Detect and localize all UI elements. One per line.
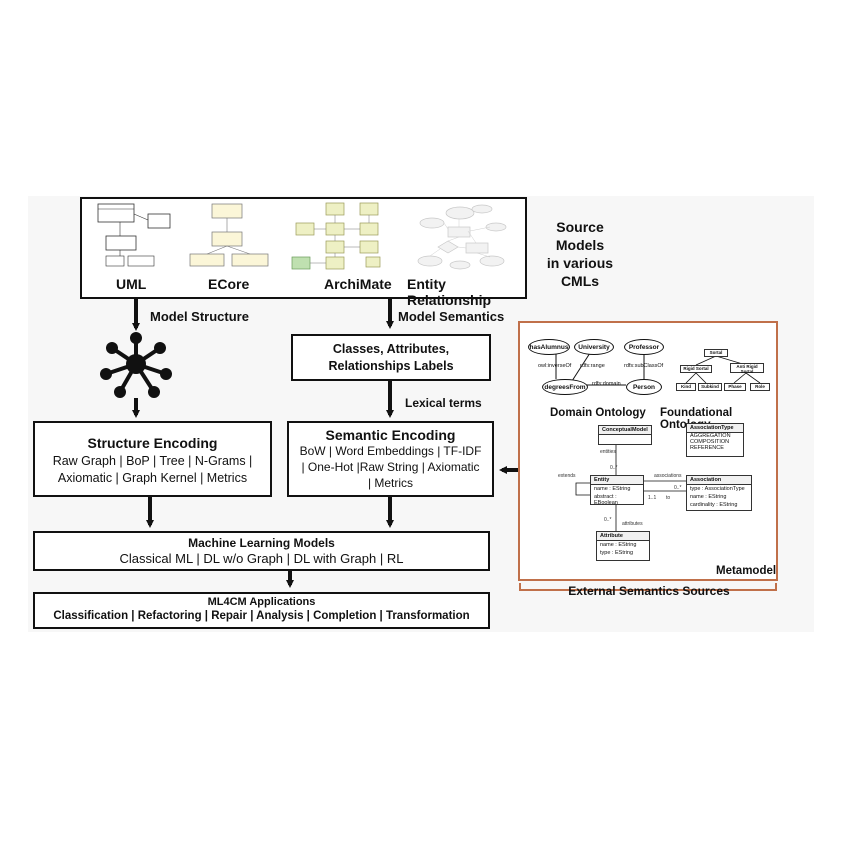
association-type-enum: AssociationType AGGREGATION COMPOSITION …: [686, 423, 744, 457]
metamodel-label: Metamodel: [716, 565, 777, 577]
ecore-thumbnail: [186, 202, 274, 270]
attribute-class: Attribute name : EString type : EString: [596, 531, 650, 561]
archimate-label: ArchiMate: [324, 276, 392, 292]
role-node: Role: [750, 383, 770, 391]
to-label: to: [666, 495, 671, 501]
to-multiplicity: 1..1: [648, 495, 657, 501]
external-semantics-panel: hasAlumnus University Professor degreesF…: [518, 321, 778, 581]
ml-models-box: Machine Learning Models Classical ML | D…: [33, 531, 490, 571]
classes-attributes-box: Classes, Attributes, Relationships Label…: [291, 334, 491, 381]
association-class: Association type : AssociationType name …: [686, 475, 752, 511]
associations-label: associations: [654, 473, 682, 479]
semantic-encoding-box: Semantic Encoding BoW | Word Embeddings …: [287, 421, 494, 497]
conceptual-model-class: ConceptualModel: [598, 425, 652, 445]
anti-rigid-sortal-node: Anti Rigid Sortal: [730, 363, 764, 374]
lexical-terms-label: Lexical terms: [405, 396, 482, 410]
ontology-edges: [555, 352, 761, 531]
archimate-thumbnail: [290, 201, 390, 273]
range-label: rdfs:range: [580, 363, 605, 369]
model-structure-label: Model Structure: [150, 309, 249, 324]
structure-encoding-body: Raw Graph | BoP | Tree | N-Grams | Axiom…: [52, 454, 253, 485]
degrees-from-node: degreesFrom: [542, 379, 588, 395]
er-thumbnail: [410, 203, 510, 273]
entities-label: entities: [600, 449, 616, 455]
sortal-node: Sortal: [704, 349, 728, 357]
source-models-caption: Source Models in various CMLs: [546, 219, 614, 289]
attributes-label: attributes: [622, 521, 643, 527]
external-bracket: [519, 583, 777, 591]
structure-encoding-title: Structure Encoding: [87, 435, 218, 451]
person-node: Person: [626, 379, 662, 395]
university-node: University: [574, 339, 614, 355]
rigid-sortal-node: Rigid Sortal: [680, 365, 712, 373]
ecore-label: ECore: [208, 276, 250, 292]
applications-body: Classification | Refactoring | Repair | …: [53, 610, 470, 622]
semantic-encoding-body: BoW | Word Embeddings | TF-IDF | One-Hot…: [299, 444, 482, 490]
model-semantics-label: Model Semantics: [398, 309, 505, 324]
source-models-box: UML ECore ArchiMate Entity Relationship: [80, 197, 527, 308]
ecore-diagram-sketch: [189, 203, 269, 267]
extends-label: extends: [558, 473, 576, 479]
ml-models-title: Machine Learning Models: [188, 536, 335, 550]
classes-attributes-label: Classes, Attributes, Relationships Label…: [328, 341, 454, 373]
structure-encoding-box: Structure Encoding Raw Graph | BoP | Tre…: [33, 421, 272, 497]
domain-label: rdfs:domain: [592, 381, 621, 387]
has-alumnus-node: hasAlumnus: [528, 339, 570, 355]
semantic-encoding-title: Semantic Encoding: [325, 427, 456, 443]
subkind-node: Subkind: [698, 383, 722, 391]
professor-node: Professor: [624, 339, 664, 355]
kind-node: Kind: [676, 383, 696, 391]
inverse-of-label: owl:inverseOf: [538, 363, 572, 369]
uml-thumbnail: [92, 202, 172, 270]
er-diagram-sketch: [417, 204, 507, 270]
subclass-label: rdfs:subClassOf: [624, 363, 664, 369]
external-semantics-caption: External Semantics Sources: [568, 584, 730, 598]
entity-relationship-label: Entity Relationship: [407, 276, 492, 308]
association-multiplicity: 0..*: [674, 485, 682, 491]
uml-diagram-sketch: [97, 203, 171, 267]
applications-box: ML4CM Applications Classification | Refa…: [33, 592, 490, 629]
ml-models-body: Classical ML | DL w/o Graph | DL with Gr…: [119, 551, 404, 566]
phase-node: Phase: [724, 383, 746, 391]
entities-multiplicity: 0..*: [610, 465, 618, 471]
uml-label: UML: [116, 276, 147, 292]
attributes-multiplicity: 0..*: [604, 517, 612, 523]
applications-title: ML4CM Applications: [207, 596, 316, 608]
entity-class: Entity name : EString abstract : EBoolea…: [590, 475, 644, 506]
domain-ontology-label: Domain Ontology: [550, 407, 646, 419]
archimate-diagram-sketch: [291, 202, 381, 270]
